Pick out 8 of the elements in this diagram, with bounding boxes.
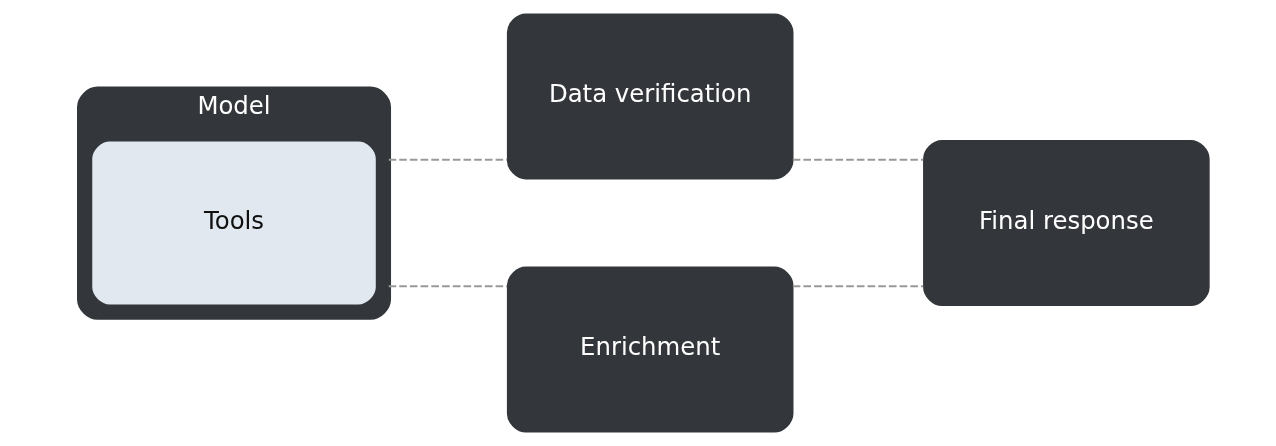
connector xyxy=(791,285,925,288)
connector xyxy=(387,158,509,161)
node-box: Final response xyxy=(923,139,1210,307)
node-box: Data verification xyxy=(506,13,794,180)
connector xyxy=(791,158,925,161)
connector xyxy=(387,285,509,288)
node-box: Enrichment xyxy=(506,266,794,433)
node-box: Tools xyxy=(90,139,378,307)
